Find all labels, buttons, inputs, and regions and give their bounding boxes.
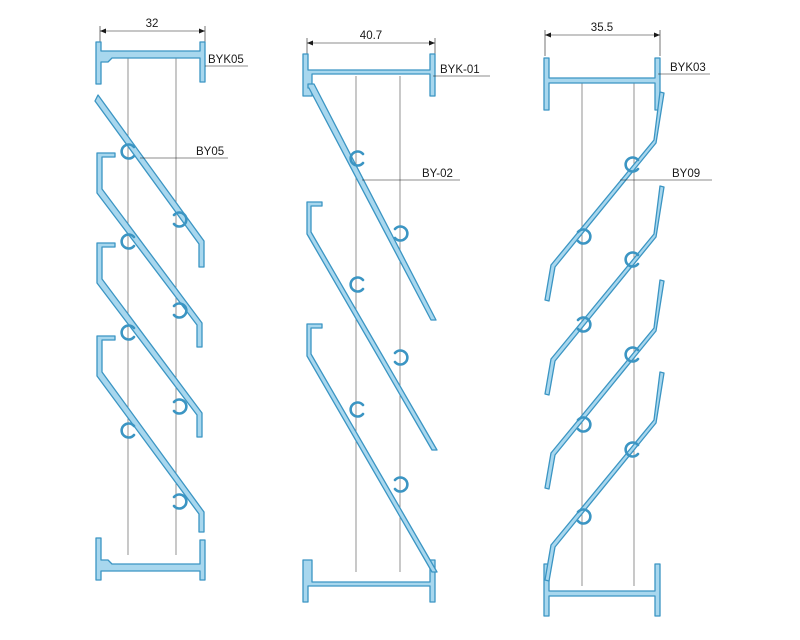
bottom-frame-profile — [543, 563, 661, 617]
clip-hook — [349, 150, 365, 167]
clip-hook — [624, 346, 640, 363]
frame-label: BYK03 — [670, 62, 706, 74]
clip-hook — [576, 228, 592, 245]
blade-profile — [306, 323, 438, 573]
dimension-label: 40.7 — [360, 30, 382, 42]
bottom-frame-profile — [302, 559, 436, 603]
clip-hook — [120, 233, 136, 250]
clip-hook — [393, 225, 409, 242]
assembly-right: 35.5 BYK03 BY09 — [543, 22, 712, 617]
blade-profile — [306, 201, 438, 451]
clip-hook — [172, 493, 188, 510]
blade-profile — [96, 335, 205, 533]
frame-label: BYK05 — [208, 54, 244, 66]
blade-profile — [544, 371, 665, 582]
blade-label: BY-02 — [422, 168, 453, 180]
clip-hook — [172, 302, 188, 319]
clip-hook — [120, 422, 136, 439]
clip-hook — [349, 401, 365, 418]
clip-hook — [120, 143, 136, 160]
clip-hook — [172, 211, 188, 228]
blade-label: BY05 — [196, 146, 224, 158]
dimension-label: 32 — [146, 18, 159, 30]
blade-profile — [544, 279, 665, 490]
clip-hook — [576, 416, 592, 433]
blade-profile — [94, 94, 205, 268]
clip-hook — [624, 441, 640, 458]
clip-hook — [172, 398, 188, 415]
blade-label: BY09 — [672, 168, 700, 180]
top-frame-profile — [95, 41, 206, 85]
dimension-label: 35.5 — [591, 22, 613, 34]
frame-label: BYK-01 — [440, 64, 480, 76]
clip-hook — [393, 349, 409, 366]
bottom-frame-profile — [95, 537, 206, 581]
assembly-middle: 40.7 BYK-01 BY-02 — [302, 30, 490, 603]
clip-hook — [624, 156, 640, 173]
blade-profile — [544, 91, 665, 302]
blade-profile — [544, 185, 665, 396]
assembly-left: 32 BYK05 BY05 — [94, 18, 248, 581]
clip-hook — [120, 324, 136, 341]
clip-hook — [576, 508, 592, 525]
clip-hook — [624, 251, 640, 268]
blade-profile — [96, 242, 203, 438]
clip-hook — [576, 316, 592, 333]
clip-hook — [393, 476, 409, 493]
clip-hook — [349, 276, 365, 293]
blade-profile — [96, 152, 203, 348]
blade-profile — [307, 83, 437, 321]
top-frame-profile — [543, 57, 661, 111]
top-frame-profile — [302, 53, 436, 97]
